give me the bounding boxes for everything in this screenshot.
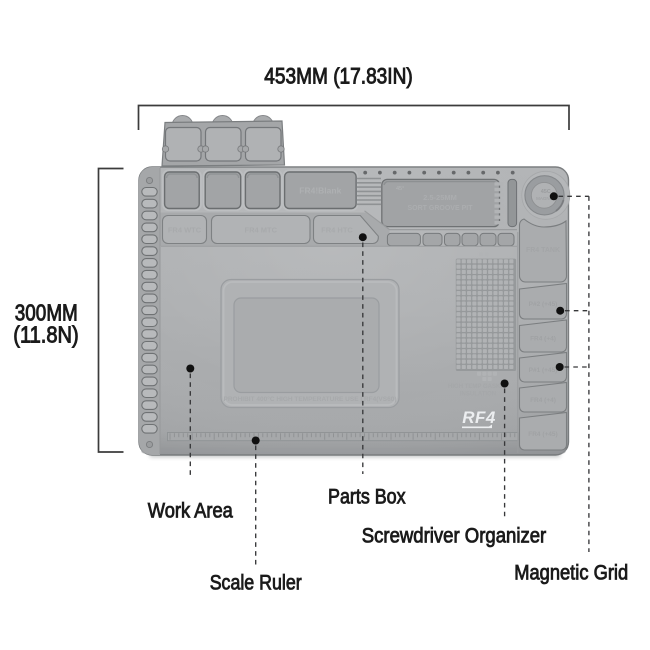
svg-text:P#1 (+45): P#1 (+45) — [529, 367, 558, 374]
svg-text:Magnetic Grid: Magnetic Grid — [514, 562, 628, 585]
svg-text:Screwdriver Organizer: Screwdriver Organizer — [362, 524, 547, 547]
svg-text:FR4 (+45): FR4 (+45) — [528, 431, 557, 438]
svg-text:RF4: RF4 — [462, 408, 496, 427]
svg-text:453MM (17.83IN): 453MM (17.83IN) — [264, 64, 413, 89]
svg-text:45C: 45C — [541, 189, 551, 195]
svg-text:SORT GROOVE PIT: SORT GROOVE PIT — [408, 205, 474, 212]
svg-text:2.5-25MM: 2.5-25MM — [423, 193, 457, 202]
svg-text:Parts Box: Parts Box — [328, 485, 406, 508]
svg-text:FR4 HTC: FR4 HTC — [321, 226, 353, 235]
svg-text:(11.8N): (11.8N) — [13, 322, 79, 348]
svg-text:Work Area: Work Area — [148, 500, 233, 523]
svg-text:FR4!Blank: FR4!Blank — [299, 186, 341, 196]
svg-text:INSULATION: INSULATION — [460, 392, 496, 398]
svg-text:FR4 TANK: FR4 TANK — [526, 247, 560, 254]
svg-text:45°: 45° — [396, 186, 404, 192]
svg-text:FR4 WTC: FR4 WTC — [168, 226, 202, 235]
svg-text:FR4 (+4): FR4 (+4) — [530, 336, 556, 343]
svg-text:FR4 (+4): FR4 (+4) — [530, 397, 556, 404]
svg-text:MAGNET: MAGNET — [536, 196, 556, 201]
svg-text:FR4 MTC: FR4 MTC — [245, 226, 278, 235]
svg-text:Scale Ruler: Scale Ruler — [210, 571, 302, 594]
svg-text:HIGH TEMP GASKET: HIGH TEMP GASKET — [448, 384, 508, 390]
svg-text:PROHIBIT 400°C HIGH TEMPERATUR: PROHIBIT 400°C HIGH TEMPERATURE USE | RF… — [224, 395, 397, 403]
svg-text:P#2 (+45): P#2 (+45) — [529, 301, 558, 308]
svg-text:300MM: 300MM — [15, 300, 78, 326]
